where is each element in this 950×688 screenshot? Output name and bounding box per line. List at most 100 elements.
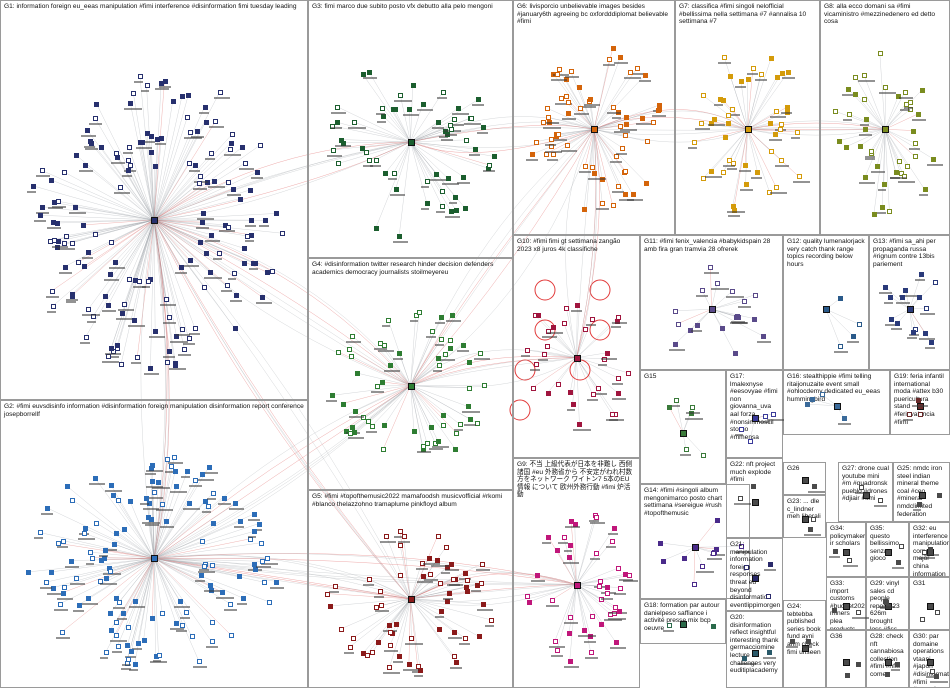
graph-node[interactable]: [233, 501, 239, 507]
graph-node[interactable]: [373, 604, 379, 610]
graph-node[interactable]: [918, 412, 924, 418]
graph-node[interactable]: [448, 346, 454, 352]
graph-node[interactable]: [165, 360, 171, 366]
graph-node[interactable]: [443, 352, 449, 358]
graph-node[interactable]: [103, 293, 109, 299]
graph-node[interactable]: [413, 313, 419, 319]
graph-node[interactable]: [722, 55, 728, 61]
graph-node[interactable]: [149, 478, 155, 484]
graph-node[interactable]: [170, 99, 176, 105]
graph-node[interactable]: [844, 144, 850, 150]
graph-node[interactable]: [616, 566, 622, 572]
graph-node[interactable]: [450, 312, 456, 318]
graph-node[interactable]: [373, 157, 379, 163]
graph-node[interactable]: [613, 604, 619, 610]
graph-node[interactable]: [575, 302, 581, 308]
graph-node[interactable]: [210, 619, 216, 625]
hub-node[interactable]: [680, 620, 687, 628]
graph-node[interactable]: [381, 342, 387, 348]
graph-node[interactable]: [708, 264, 714, 270]
graph-node[interactable]: [228, 601, 234, 607]
graph-node[interactable]: [401, 533, 407, 539]
graph-node[interactable]: [347, 346, 353, 352]
graph-node[interactable]: [137, 74, 143, 80]
graph-node[interactable]: [916, 502, 922, 508]
graph-node[interactable]: [74, 153, 80, 159]
graph-node[interactable]: [82, 162, 88, 168]
graph-node[interactable]: [336, 161, 342, 167]
graph-node[interactable]: [555, 547, 560, 553]
graph-node[interactable]: [622, 192, 628, 198]
graph-node[interactable]: [255, 170, 261, 176]
graph-node[interactable]: [524, 593, 530, 599]
graph-node[interactable]: [613, 640, 619, 646]
graph-node[interactable]: [856, 662, 861, 668]
graph-node[interactable]: [600, 200, 606, 206]
graph-node[interactable]: [568, 389, 574, 395]
graph-node[interactable]: [180, 93, 186, 99]
graph-node[interactable]: [339, 626, 345, 632]
graph-node[interactable]: [424, 178, 430, 184]
graph-node[interactable]: [567, 542, 573, 548]
graph-node[interactable]: [650, 119, 656, 125]
graph-node[interactable]: [806, 638, 812, 644]
graph-node[interactable]: [774, 75, 780, 81]
graph-node[interactable]: [92, 115, 98, 121]
graph-node[interactable]: [478, 581, 484, 587]
graph-node[interactable]: [232, 326, 238, 332]
graph-node[interactable]: [566, 554, 572, 560]
graph-node[interactable]: [121, 610, 127, 616]
graph-node[interactable]: [858, 484, 864, 490]
graph-node[interactable]: [196, 659, 202, 665]
graph-node[interactable]: [168, 463, 174, 469]
graph-node[interactable]: [847, 558, 853, 564]
graph-node[interactable]: [809, 397, 815, 403]
graph-node[interactable]: [883, 85, 889, 91]
graph-node[interactable]: [381, 446, 387, 452]
graph-node[interactable]: [351, 635, 357, 641]
graph-node[interactable]: [115, 343, 121, 349]
hub-node[interactable]: [692, 544, 699, 552]
graph-node[interactable]: [578, 105, 584, 111]
graph-node[interactable]: [726, 120, 732, 126]
graph-node[interactable]: [529, 152, 535, 158]
graph-node[interactable]: [148, 365, 154, 371]
graph-node[interactable]: [61, 169, 67, 175]
graph-node[interactable]: [570, 401, 576, 407]
graph-node[interactable]: [448, 208, 454, 214]
graph-node[interactable]: [862, 127, 868, 133]
graph-node[interactable]: [125, 625, 131, 631]
graph-node[interactable]: [107, 271, 113, 277]
graph-node[interactable]: [778, 126, 784, 132]
graph-node[interactable]: [50, 288, 56, 294]
graph-node[interactable]: [473, 147, 479, 153]
graph-node[interactable]: [454, 208, 460, 214]
graph-node[interactable]: [868, 148, 874, 154]
graph-node[interactable]: [241, 260, 247, 266]
graph-node[interactable]: [919, 272, 925, 278]
graph-node[interactable]: [350, 424, 356, 430]
graph-node[interactable]: [465, 404, 471, 410]
graph-node[interactable]: [251, 261, 257, 267]
graph-node[interactable]: [769, 56, 775, 62]
graph-node[interactable]: [462, 571, 468, 577]
graph-node[interactable]: [228, 141, 234, 147]
graph-node[interactable]: [260, 295, 266, 301]
graph-node[interactable]: [913, 326, 919, 332]
graph-node[interactable]: [429, 425, 435, 431]
graph-node[interactable]: [203, 119, 209, 125]
graph-node[interactable]: [755, 169, 761, 175]
graph-node[interactable]: [887, 208, 893, 214]
graph-node[interactable]: [726, 112, 732, 118]
graph-node[interactable]: [643, 73, 649, 79]
graph-node[interactable]: [152, 164, 158, 170]
graph-node[interactable]: [427, 572, 433, 578]
graph-node[interactable]: [237, 196, 243, 202]
graph-node[interactable]: [367, 70, 373, 76]
graph-node[interactable]: [418, 668, 424, 674]
graph-node[interactable]: [880, 205, 886, 211]
graph-node[interactable]: [383, 170, 389, 176]
graph-node[interactable]: [853, 91, 859, 97]
graph-node[interactable]: [883, 284, 889, 290]
graph-node[interactable]: [187, 160, 192, 166]
